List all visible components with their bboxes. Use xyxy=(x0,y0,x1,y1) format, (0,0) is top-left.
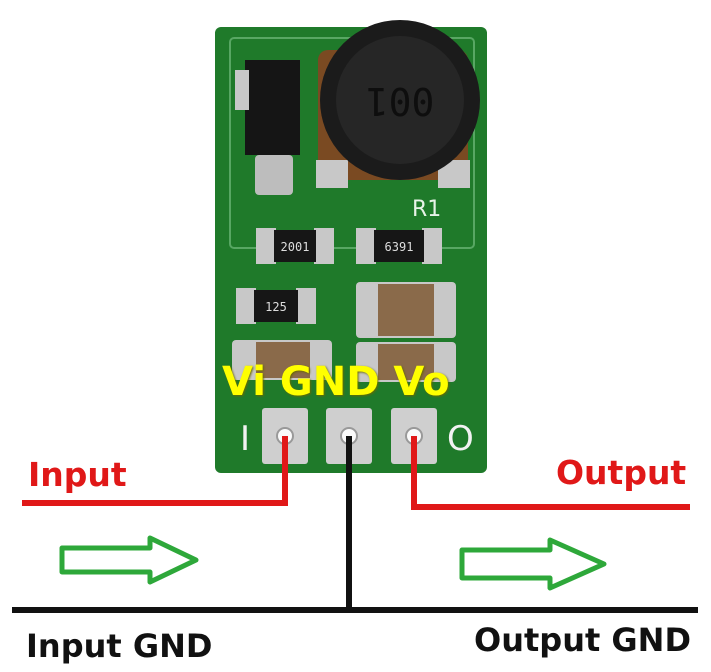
svg-text:125: 125 xyxy=(265,300,287,314)
pin-o-silkscreen: O xyxy=(447,419,474,459)
input-wire xyxy=(22,436,288,506)
svg-text:2001: 2001 xyxy=(281,240,310,254)
resistor-right: 6391 xyxy=(356,228,442,264)
capacitor-right xyxy=(356,342,456,382)
r1-silkscreen: R1 xyxy=(412,197,441,222)
inductor-marking: 001 xyxy=(366,79,435,123)
output-gnd-label: Output GND xyxy=(474,621,692,659)
output-direction-arrow xyxy=(459,537,607,591)
input-direction-arrow xyxy=(59,535,199,585)
pins-label: Vi GND Vo xyxy=(222,359,450,405)
inductor-component: 001 xyxy=(316,20,480,188)
capacitor-upper xyxy=(356,282,456,338)
input-label: Input xyxy=(28,455,127,494)
resistor-bottom: 125 xyxy=(236,288,316,324)
pin-i-silkscreen: I xyxy=(240,419,250,459)
output-label: Output xyxy=(556,453,687,492)
input-gnd-label: Input GND xyxy=(26,627,213,665)
resistor-left: 2001 xyxy=(256,228,334,264)
output-wire xyxy=(411,436,690,510)
svg-text:6391: 6391 xyxy=(385,240,414,254)
capacitor-left xyxy=(232,340,332,380)
diode-component xyxy=(235,60,300,195)
